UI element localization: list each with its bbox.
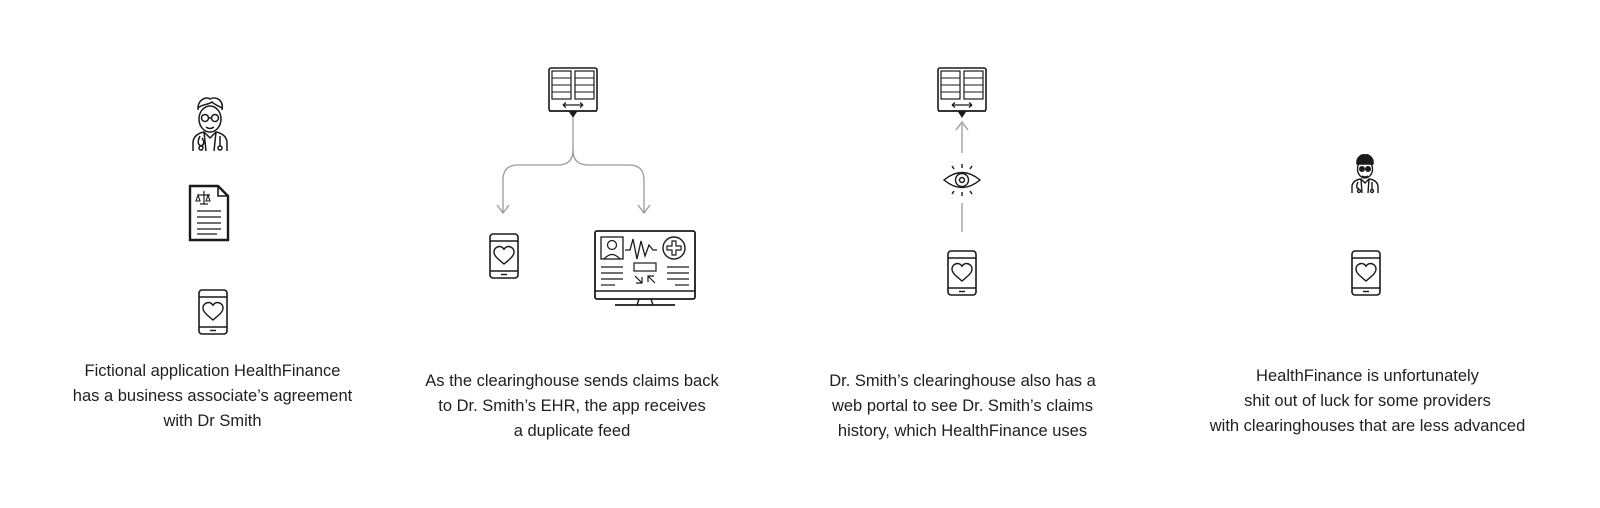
caption-panel-4: HealthFinance is unfortunately shit out …: [1170, 364, 1565, 439]
caption-line: with clearinghouses that are less advanc…: [1209, 417, 1526, 435]
eye-icon: [942, 164, 982, 196]
caption-line: HealthFinance is unfortunately: [1256, 367, 1479, 385]
connector-line: [502, 117, 574, 212]
caption-panel-3: Dr. Smith’s clearinghouse also has a web…: [790, 369, 1135, 444]
caption-line: Dr. Smith’s clearinghouse also has a: [829, 372, 1096, 390]
phone-heart-app-icon: [198, 289, 228, 335]
panel-4: [1351, 154, 1381, 296]
panel-3: [937, 67, 987, 296]
caption-line: Fictional application HealthFinance: [84, 362, 341, 380]
arrow-head: [637, 204, 651, 215]
arrow-head: [496, 204, 510, 215]
doctor-icon: [192, 97, 228, 152]
panel-2: [489, 67, 696, 306]
connector-line: [572, 149, 645, 212]
caption-line: to Dr. Smith’s EHR, the app receives: [438, 397, 706, 415]
caption-line: has a business associate’s agreement: [72, 387, 353, 405]
ehr-monitor-icon: [594, 230, 696, 306]
panel-1: [188, 97, 230, 335]
phone-heart-app-icon: [947, 250, 977, 296]
caption-line: a duplicate feed: [513, 422, 631, 440]
contract-document-icon: [188, 184, 230, 242]
doctor-icon: [1351, 154, 1379, 194]
phone-heart-app-icon: [1351, 250, 1381, 296]
server-exchange-icon: [548, 67, 598, 118]
caption-line: history, which HealthFinance uses: [837, 422, 1088, 440]
arrow-head: [955, 120, 969, 131]
caption-panel-1: Fictional application HealthFinance has …: [40, 359, 385, 434]
server-exchange-icon: [937, 67, 987, 118]
caption-line: with Dr Smith: [163, 412, 262, 430]
caption-line: shit out of luck for some providers: [1244, 392, 1491, 410]
caption-panel-2: As the clearinghouse sends claims back t…: [392, 369, 752, 444]
caption-line: web portal to see Dr. Smith’s claims: [831, 397, 1094, 415]
phone-heart-app-icon: [489, 233, 519, 279]
caption-line: As the clearinghouse sends claims back: [425, 372, 719, 390]
